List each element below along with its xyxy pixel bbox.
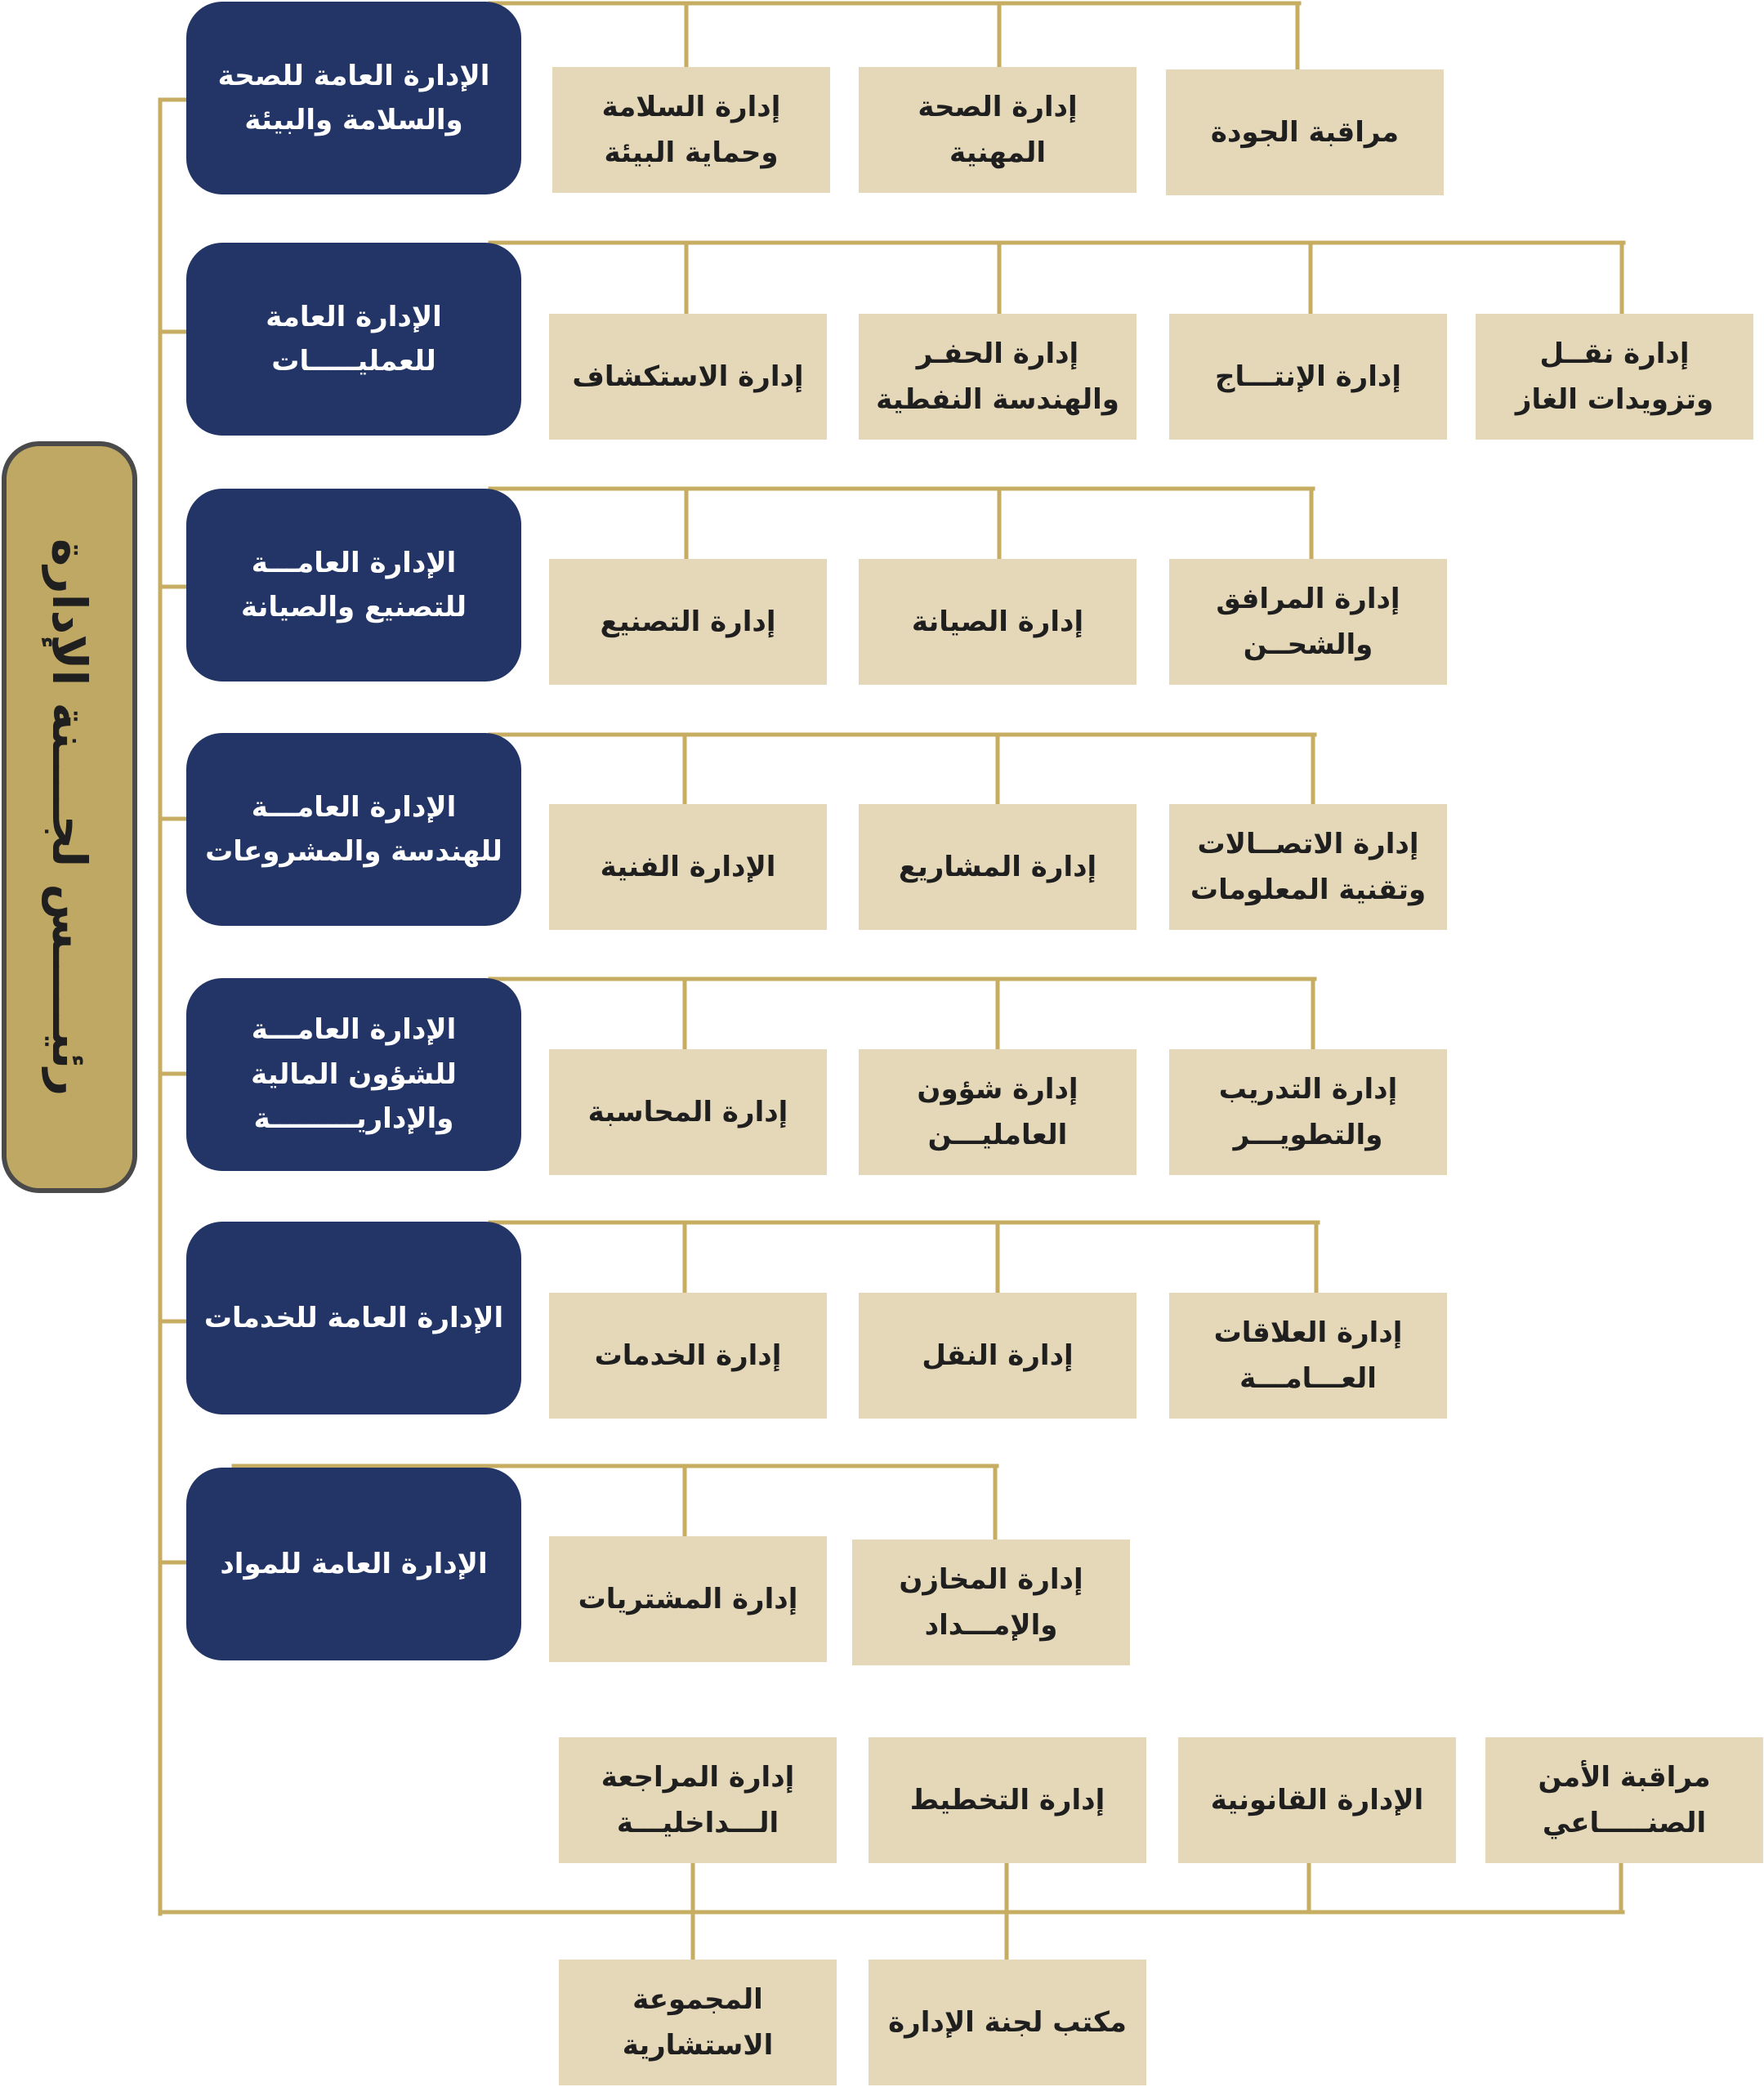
board-chairman-box[interactable]: رئيـــــس لجــــنة الإدارة <box>2 441 137 1193</box>
gm-health-safety-environment[interactable]: الإدارة العامة للصحة والسلامة والبيئة <box>186 2 521 194</box>
dept-industrial-security[interactable]: مراقبة الأمن الصنـــــاعي <box>1485 1737 1763 1863</box>
dept-drilling-petroleum-engineering[interactable]: إدارة الحفـر والهندسة النفطية <box>859 314 1137 440</box>
dept-training-development[interactable]: إدارة التدريب والتطويـــر <box>1169 1049 1447 1175</box>
gm-engineering-projects[interactable]: الإدارة العامـــة للهندسة والمشروعات <box>186 733 521 926</box>
dept-quality-control[interactable]: مراقبة الجودة <box>1166 69 1444 195</box>
dept-technical[interactable]: الإدارة الفنية <box>549 804 827 930</box>
board-chairman-label: رئيـــــس لجــــنة الإدارة <box>42 538 97 1097</box>
gm-materials[interactable]: الإدارة العامة للمواد <box>186 1468 521 1660</box>
dept-accounting[interactable]: إدارة المحاسبة <box>549 1049 827 1175</box>
gm-finance-administration[interactable]: الإدارة العامـــة للشؤون المالية والإدار… <box>186 978 521 1171</box>
dept-communications-it[interactable]: إدارة الاتصــالات وتقنية المعلومات <box>1169 804 1447 930</box>
dept-facilities-shipping[interactable]: إدارة المرافق والشحــن <box>1169 559 1447 685</box>
dept-services[interactable]: إدارة الخدمات <box>549 1293 827 1419</box>
dept-legal[interactable]: الإدارة القانونية <box>1178 1737 1456 1863</box>
dept-exploration[interactable]: إدارة الاستكشاف <box>549 314 827 440</box>
dept-maintenance[interactable]: إدارة الصيانة <box>859 559 1137 685</box>
dept-warehouses-supply[interactable]: إدارة المخازن والإمـــداد <box>852 1540 1130 1665</box>
dept-production[interactable]: إدارة الإنتـــاج <box>1169 314 1447 440</box>
gm-services[interactable]: الإدارة العامة للخدمات <box>186 1222 521 1414</box>
advisory-group[interactable]: المجموعة الاستشارية <box>559 1960 837 2085</box>
dept-manufacturing[interactable]: إدارة التصنيع <box>549 559 827 685</box>
dept-purchasing[interactable]: إدارة المشتريات <box>549 1536 827 1662</box>
dept-public-relations[interactable]: إدارة العلاقات العـــامـــة <box>1169 1293 1447 1419</box>
gm-manufacturing-maintenance[interactable]: الإدارة العامـــة للتصنيع والصيانة <box>186 489 521 682</box>
gm-operations[interactable]: الإدارة العامة للعمليـــــات <box>186 243 521 436</box>
dept-planning[interactable]: إدارة التخطيط <box>869 1737 1146 1863</box>
dept-occupational-health[interactable]: إدارة الصحة المهنية <box>859 67 1137 193</box>
dept-employee-affairs[interactable]: إدارة شؤون العامليـــن <box>859 1049 1137 1175</box>
dept-safety-environment-protection[interactable]: إدارة السلامة وحماية البيئة <box>552 67 830 193</box>
dept-internal-audit[interactable]: إدارة المراجعة الـــداخليـــة <box>559 1737 837 1863</box>
board-office[interactable]: مكتب لجنة الإدارة <box>869 1960 1146 2085</box>
dept-gas-transport-supply[interactable]: إدارة نقــل وتزويدات الغاز <box>1476 314 1753 440</box>
dept-projects[interactable]: إدارة المشاريع <box>859 804 1137 930</box>
dept-transport[interactable]: إدارة النقل <box>859 1293 1137 1419</box>
